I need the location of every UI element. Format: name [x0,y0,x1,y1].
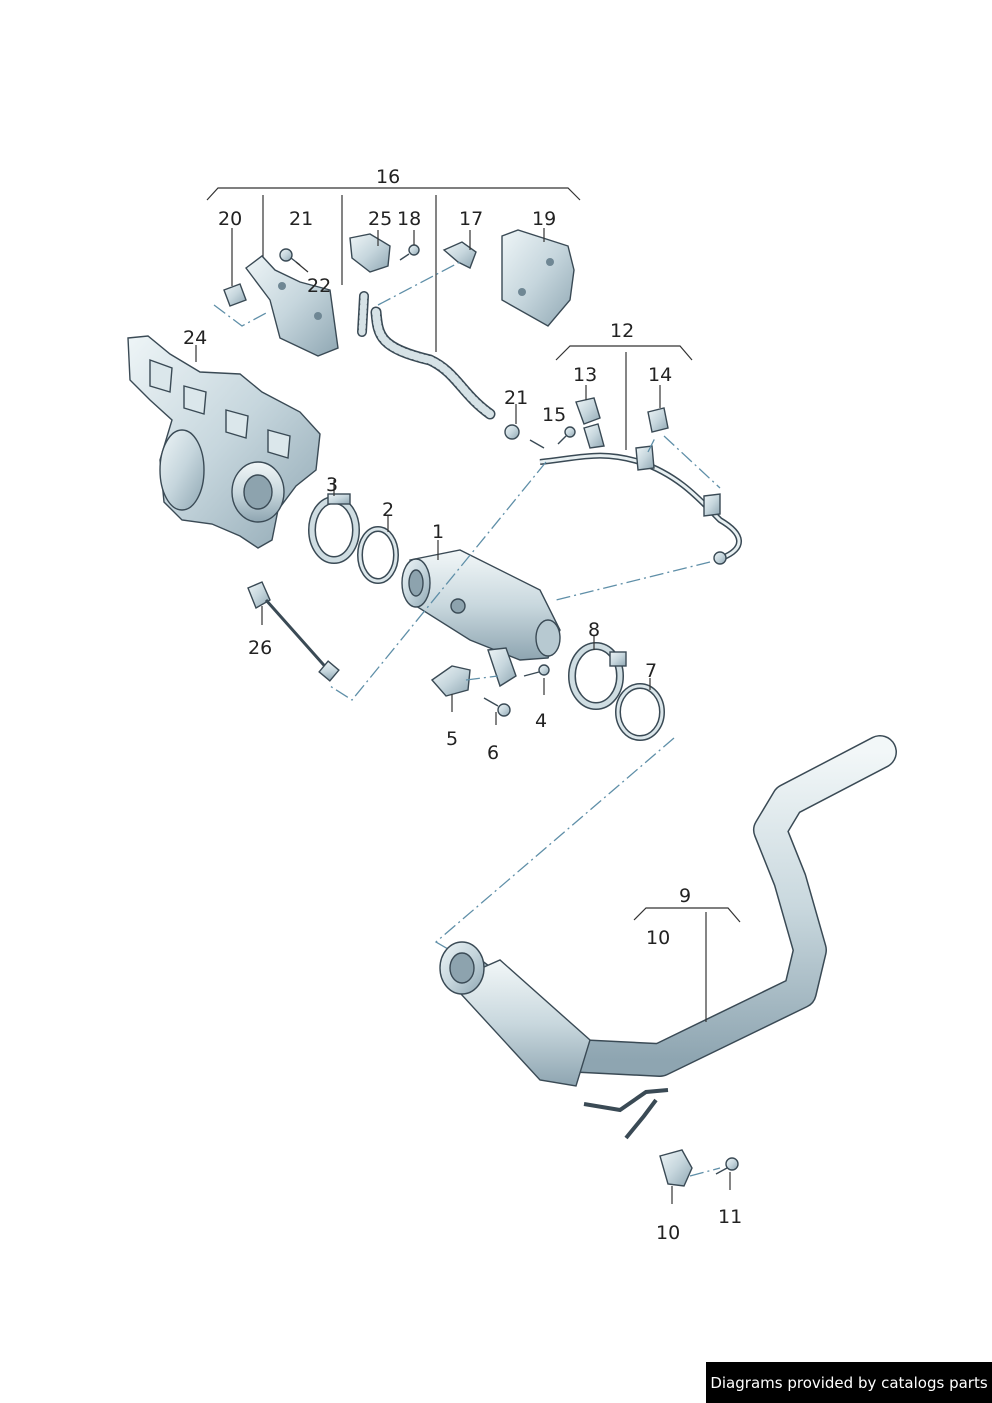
heat-shield-bracket [245,255,339,357]
assembly-line-c [434,737,675,963]
v-band-clamp-8 [568,636,627,710]
pressure-line-12 [539,423,742,565]
callout-10-lower: 10 [656,1222,680,1244]
callout-10-upper: 10 [646,927,670,949]
callout-8: 8 [588,619,600,641]
front-exhaust-pipe-9 [439,735,897,1140]
bracket-5 [430,665,499,712]
callout-21-nut: 21 [504,387,528,409]
clip-20 [213,228,269,327]
turbocharger-manifold [127,335,321,549]
callout-19: 19 [532,208,556,230]
bolt-6 [483,697,511,725]
callout-5: 5 [446,728,458,750]
assembly-line-b [555,561,711,601]
callout-20: 20 [218,208,242,230]
vacuum-hoses [357,291,496,420]
callout-6: 6 [487,742,499,764]
lambda-sensor-26 [247,581,340,682]
callout-22: 22 [307,275,331,297]
v-band-clamp-3 [308,480,360,564]
catalytic-converter-1 [401,540,561,688]
callout-4: 4 [535,710,547,732]
cover-19 [501,228,575,327]
clip-13 [575,385,601,425]
callout-15: 15 [542,404,566,426]
bolt-22 [279,248,309,273]
callout-18: 18 [397,208,421,230]
gasket-7 [615,678,665,741]
callout-12: 12 [610,320,634,342]
bolt-15 [557,426,576,445]
callout-3: 3 [326,474,338,496]
bracket-17 [377,230,477,306]
bolt-18 [399,230,420,261]
callout-21-bracket: 21 [289,208,313,230]
bolt-4 [523,664,550,695]
callout-1: 1 [432,521,444,543]
callout-13: 13 [573,364,597,386]
bracket-10 [659,1149,721,1204]
callout-2: 2 [382,499,394,521]
footer-credit: Diagrams provided by catalogs parts [706,1362,992,1403]
pressure-line-bracket-12 [555,345,693,450]
nut-21 [504,404,545,449]
group-bracket-16 [206,187,581,352]
callout-7: 7 [645,660,657,682]
gasket-2 [357,515,399,584]
callout-24: 24 [183,327,207,349]
callout-25: 25 [368,208,392,230]
callout-16: 16 [376,166,400,188]
clip-14 [647,385,669,433]
pressure-sensor-25 [349,230,391,273]
callout-14: 14 [648,364,672,386]
bolt-11 [715,1157,739,1190]
callout-11: 11 [718,1206,742,1228]
callout-17: 17 [459,208,483,230]
callout-9: 9 [679,885,691,907]
assembly-line-a [329,461,547,701]
callout-26: 26 [248,637,272,659]
